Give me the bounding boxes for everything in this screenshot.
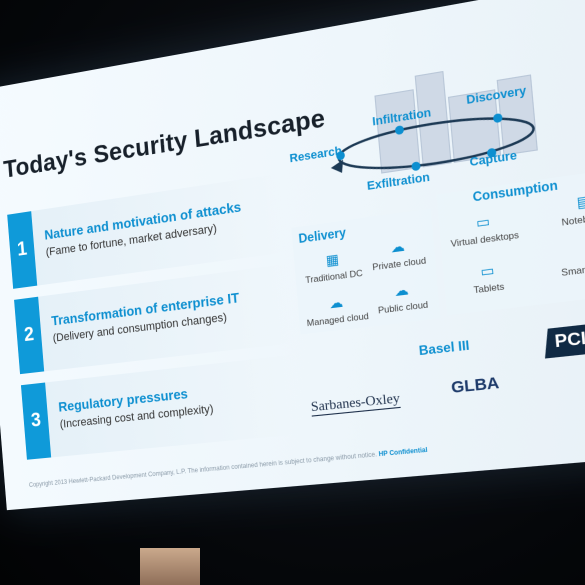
row-3-panel: 3 Regulatory pressures (Increasing cost … — [20, 354, 303, 460]
slide-title: Today's Security Landscape — [2, 103, 327, 184]
sarbanes-oxley-logo: Sarbanes-Oxley — [310, 389, 401, 417]
row-3-number: 3 — [20, 382, 52, 460]
pci-logo: PCI — [542, 323, 585, 358]
footer-confidential: HP Confidential — [378, 447, 428, 459]
podium — [140, 548, 200, 585]
basel-iii-logo: Basel III — [418, 337, 471, 359]
glba-logo: GLBA — [450, 373, 500, 398]
footer-legal-text: Copyright 2013 Hewlett-Packard Developme… — [28, 451, 378, 489]
cycle-arrowhead — [330, 159, 345, 175]
pci-logo-text: PCI — [553, 329, 585, 352]
projected-slide: Today's Security Landscape 1 Nature and … — [0, 0, 585, 511]
cycle-ellipse — [337, 108, 535, 177]
cycle-node-discovery — [492, 112, 503, 124]
row-1-number: 1 — [7, 211, 38, 289]
consumption-item-label: Notebooks — [561, 210, 585, 228]
city-buildings-graphic — [0, 0, 585, 174]
cycle-node-exfiltration — [411, 161, 421, 172]
row-2-number: 2 — [14, 296, 45, 375]
cycle-node-infiltration — [394, 125, 405, 136]
